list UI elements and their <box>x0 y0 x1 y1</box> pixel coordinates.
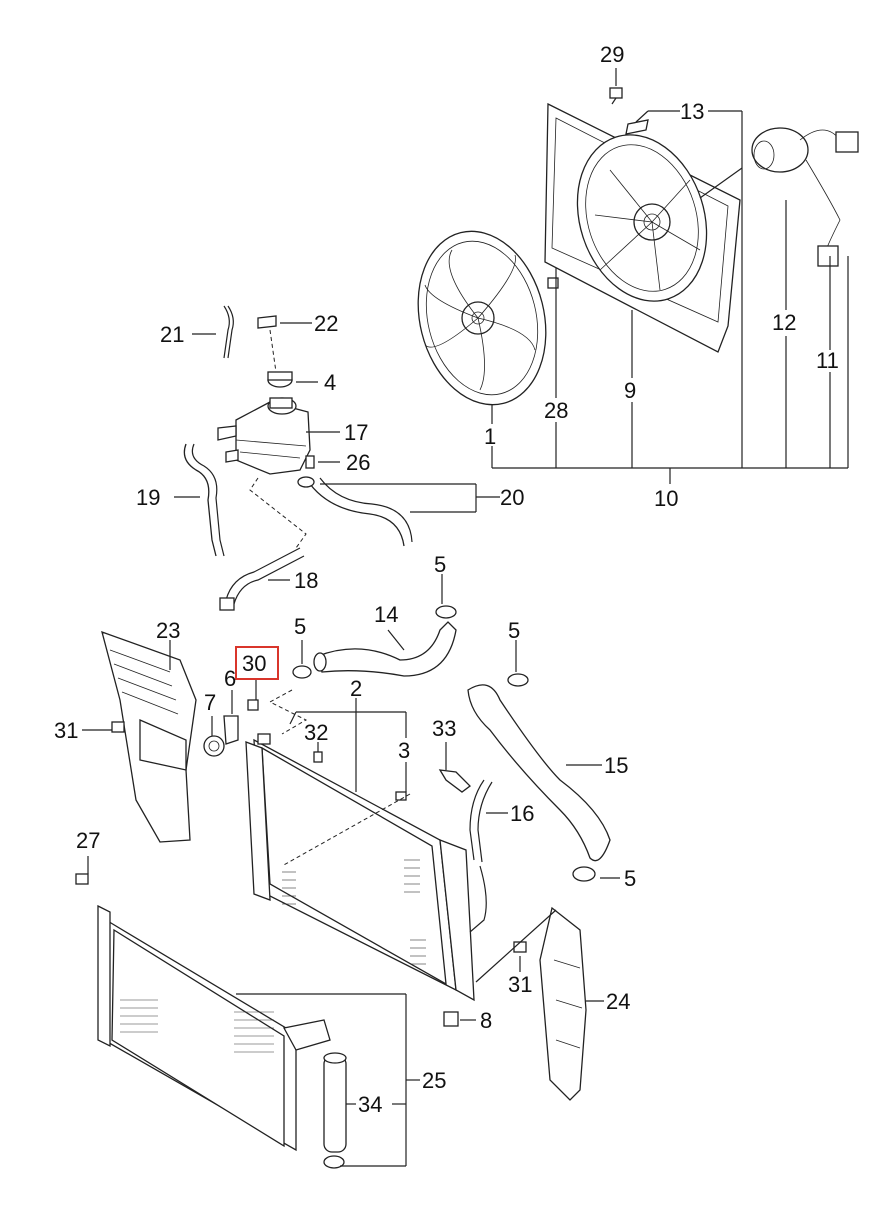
hose-21 <box>223 305 234 359</box>
callout-8: 8 <box>480 1008 492 1033</box>
bolt-27 <box>75 873 89 885</box>
callout-27: 27 <box>76 828 100 853</box>
bolt-3 <box>395 791 407 801</box>
callout-24: 24 <box>606 989 630 1014</box>
callout-5-c: 5 <box>508 618 520 643</box>
callout-23: 23 <box>156 618 180 643</box>
hose-20 <box>297 476 413 547</box>
radiator <box>245 733 475 1027</box>
callout-14: 14 <box>374 602 398 627</box>
callout-32: 32 <box>304 720 328 745</box>
callout-25: 25 <box>422 1068 446 1093</box>
highlight-box-30 <box>235 646 279 680</box>
clamp-5-b <box>292 665 312 679</box>
callout-22: 22 <box>314 311 338 336</box>
condenser-core-grid <box>120 999 274 1053</box>
clamp-5-a <box>435 605 457 619</box>
reservoir-tank <box>217 397 311 475</box>
callout-12: 12 <box>772 310 796 335</box>
callout-20: 20 <box>500 485 524 510</box>
condenser <box>97 904 331 1152</box>
fan-shroud <box>544 102 741 353</box>
bolt-28 <box>547 277 559 289</box>
callout-10: 10 <box>654 486 678 511</box>
bolt-29 <box>609 87 623 105</box>
clamp-5-c <box>507 673 529 687</box>
callout-7: 7 <box>204 690 216 715</box>
callout-31-a: 31 <box>54 718 78 743</box>
lower-leader-lines <box>82 574 620 1167</box>
hose-18 <box>219 547 305 611</box>
air-guide-23 <box>101 630 197 843</box>
callout-13: 13 <box>680 99 704 124</box>
bolt-30 <box>247 699 259 711</box>
lower-hose-15 <box>467 684 611 862</box>
callout-labels: 29 13 12 11 28 9 1 10 21 22 4 17 26 19 2… <box>54 42 839 1117</box>
air-guide-24 <box>539 906 587 1101</box>
upper-hose-14 <box>313 621 457 677</box>
bolt-31-b <box>513 941 527 953</box>
radiator-core-grid <box>282 859 426 965</box>
label-22 <box>257 315 277 329</box>
callout-5-b: 5 <box>294 614 306 639</box>
label-plate-13 <box>625 119 649 135</box>
callout-26: 26 <box>346 450 370 475</box>
callout-29: 29 <box>600 42 624 67</box>
callout-34: 34 <box>358 1092 382 1117</box>
callout-17: 17 <box>344 420 368 445</box>
fan-blade <box>417 230 547 406</box>
callout-3: 3 <box>398 738 410 763</box>
callout-21: 21 <box>160 322 184 347</box>
hose-16 <box>469 779 493 933</box>
bolt-32 <box>313 751 323 763</box>
receiver-drier-34 <box>323 1052 347 1169</box>
callout-9: 9 <box>624 378 636 403</box>
fan-motor <box>751 127 859 267</box>
fan-leader-lines <box>491 68 849 484</box>
callout-18: 18 <box>294 568 318 593</box>
bracket-6 <box>223 715 239 745</box>
callout-15: 15 <box>604 753 628 778</box>
callout-28: 28 <box>544 398 568 423</box>
bolt-31-a <box>111 721 125 733</box>
callout-2: 2 <box>350 676 362 701</box>
callout-11: 11 <box>816 348 839 373</box>
callout-6: 6 <box>224 666 236 691</box>
clip-33 <box>438 769 471 793</box>
callout-16: 16 <box>510 801 534 826</box>
callout-30: 30 <box>242 651 266 676</box>
callout-5-a: 5 <box>434 552 446 577</box>
callout-19: 19 <box>136 485 160 510</box>
callout-1: 1 <box>484 424 496 449</box>
callout-33: 33 <box>432 716 456 741</box>
callout-4: 4 <box>324 370 336 395</box>
reservoir-cap-4 <box>267 371 293 388</box>
mount-bushing-7 <box>203 735 225 757</box>
callout-31-b: 31 <box>508 972 532 997</box>
hose-19 <box>183 443 225 557</box>
bolt-26 <box>305 455 315 469</box>
reservoir-leader-lines <box>174 322 500 581</box>
clamp-5-d <box>572 866 596 882</box>
callout-5-d: 5 <box>624 866 636 891</box>
